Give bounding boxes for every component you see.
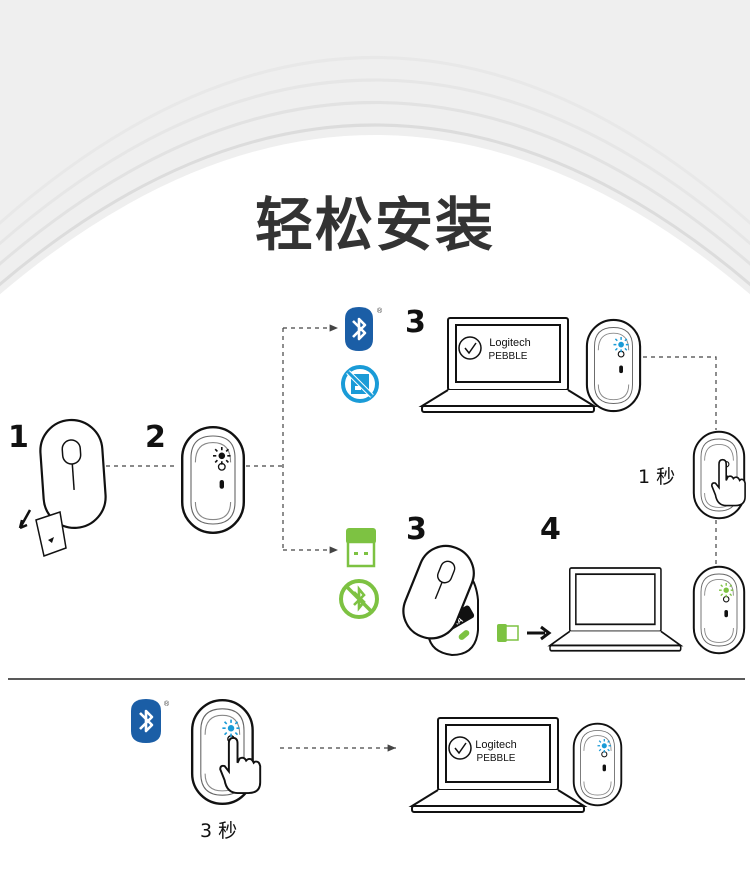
registered-mark: ® xyxy=(377,307,383,315)
hold-duration-3s: 3 秒 xyxy=(200,820,238,842)
connector-lines xyxy=(106,324,717,752)
step-3-bluetooth-number: 3 xyxy=(405,305,426,340)
step-3-receiver-number: 3 xyxy=(406,512,427,547)
laptop-icon xyxy=(421,317,595,413)
step-4-number: 4 xyxy=(540,512,561,547)
mouse-bottom-icon xyxy=(572,722,623,807)
step-2-number: 2 xyxy=(145,420,166,455)
laptop-model-text: PEBBLE xyxy=(477,753,516,764)
laptop-model-text: PEBBLE xyxy=(489,351,528,362)
laptop-brand-text: Logitech xyxy=(489,337,531,349)
no-bluetooth-icon xyxy=(339,579,379,619)
usb-receiver-icon xyxy=(346,528,376,568)
laptop-brand-text: Logitech xyxy=(475,739,517,751)
arrow-right-icon xyxy=(527,625,552,641)
usb-receiver-icon xyxy=(497,624,519,642)
battery-pull-tab-icon xyxy=(18,509,67,557)
mouse-press-button-icon xyxy=(190,698,262,806)
no-receiver-icon xyxy=(341,365,379,403)
mouse-press-button-icon xyxy=(692,430,746,520)
mouse-bottom-icon xyxy=(585,318,642,413)
hold-duration-1s: 1 秒 xyxy=(638,466,676,488)
mouse-bottom-icon xyxy=(180,425,246,535)
page-title: 轻松安装 xyxy=(254,191,495,259)
step-1-number: 1 xyxy=(8,420,29,455)
mouse-bottom-icon xyxy=(692,565,746,655)
mouse-top-icon xyxy=(39,418,107,529)
registered-mark: ® xyxy=(164,700,170,708)
laptop-icon xyxy=(549,567,682,652)
mouse-battery-icon: AA xyxy=(402,544,479,657)
laptop-icon xyxy=(411,717,585,813)
bluetooth-icon: ® xyxy=(131,699,170,743)
bluetooth-icon: ® xyxy=(345,307,383,351)
